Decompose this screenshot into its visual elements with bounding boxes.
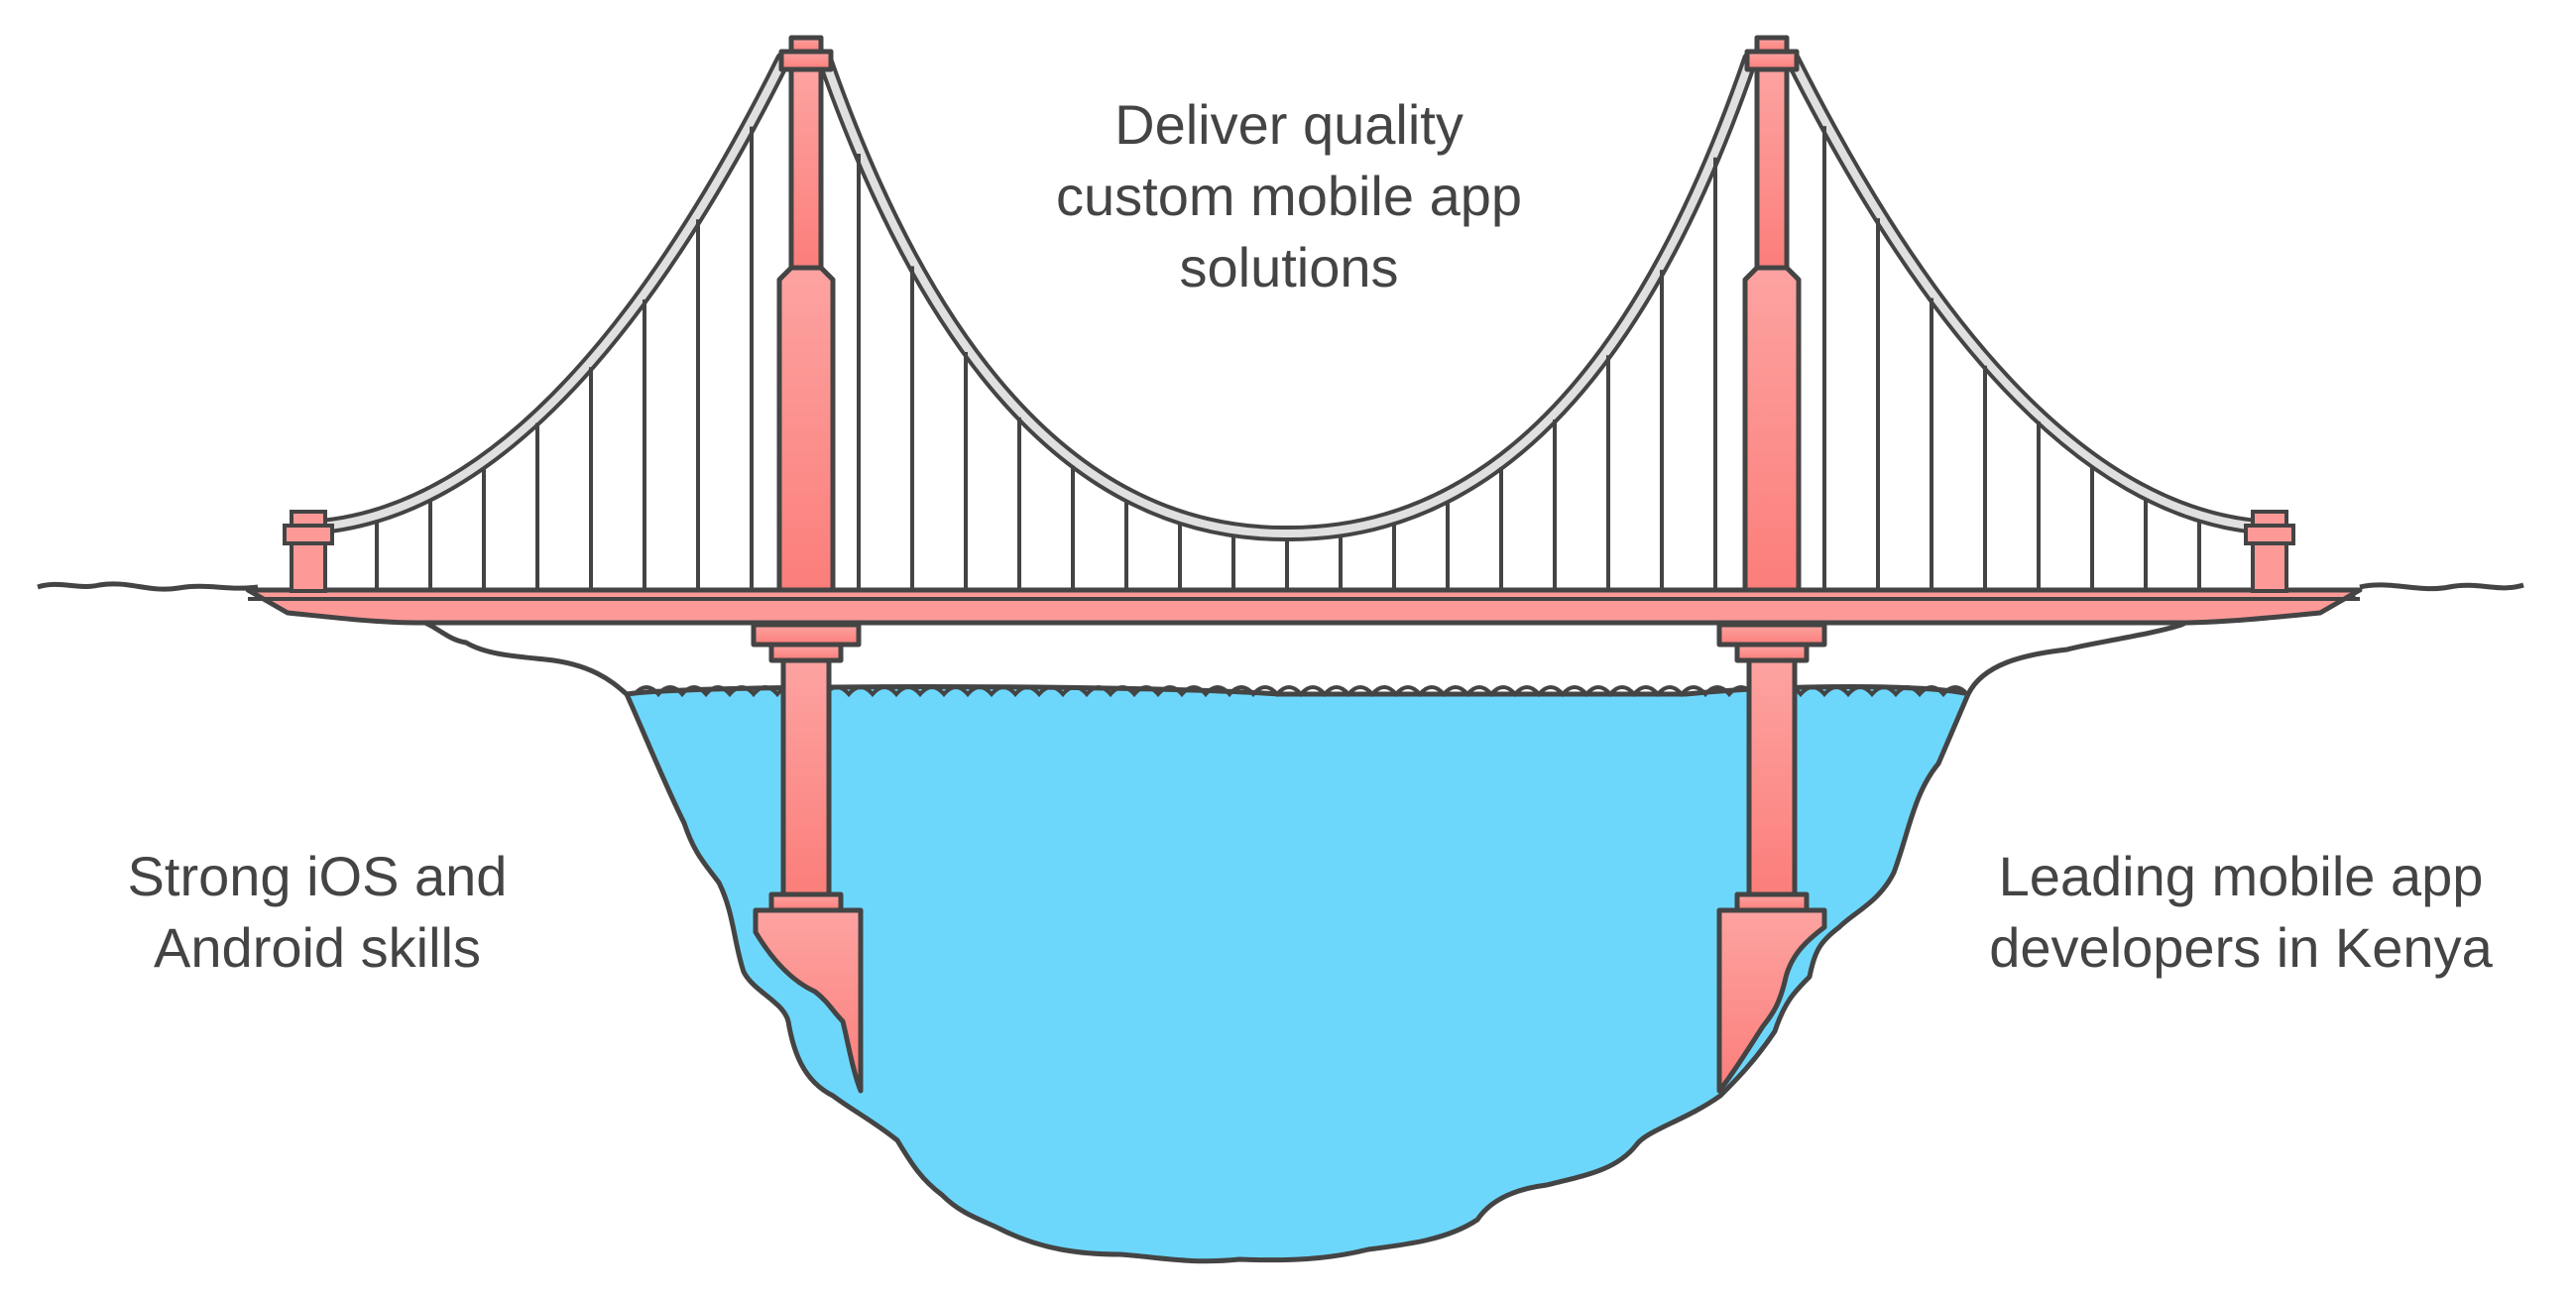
label-top-line-1: Deliver quality <box>1114 93 1464 156</box>
label-top-goal: Deliver quality custom mobile app soluti… <box>982 89 1596 303</box>
suspender-cables <box>375 126 2201 590</box>
ground-line-left <box>37 581 259 592</box>
ground-line-right <box>2359 582 2524 592</box>
bridge-deck <box>245 587 2363 626</box>
anchor-tower-left <box>283 510 334 593</box>
label-left-line-1: Strong iOS and <box>127 845 508 907</box>
label-left-skills: Strong iOS and Android skills <box>59 841 575 984</box>
label-top-line-3: solutions <box>1179 236 1399 298</box>
anchor-tower-right <box>2244 510 2295 593</box>
label-right-line-2: developers in Kenya <box>1989 916 2493 979</box>
label-right-line-1: Leading mobile app <box>1998 845 2484 907</box>
main-tower-right <box>1716 35 1827 1094</box>
label-top-line-2: custom mobile app <box>1055 165 1522 227</box>
main-cables <box>299 52 2279 542</box>
label-right-developers: Leading mobile app developers in Kenya <box>1943 841 2538 984</box>
main-tower-left <box>751 35 864 1094</box>
water-surface-waves <box>633 685 1969 698</box>
river-water <box>624 684 1971 1264</box>
label-left-line-2: Android skills <box>154 916 481 979</box>
